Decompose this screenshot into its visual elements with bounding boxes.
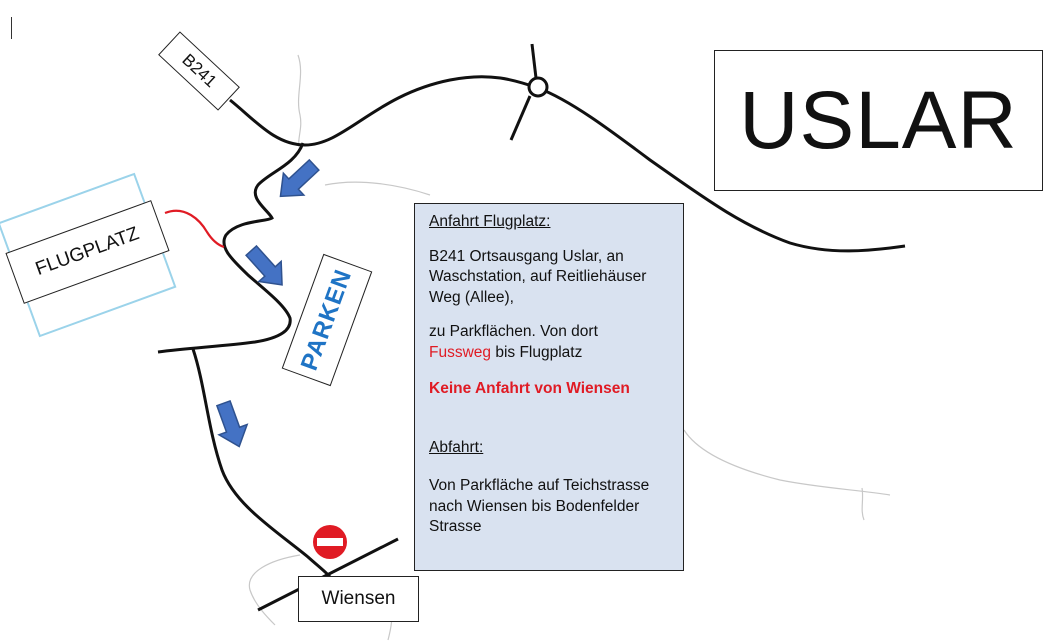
arrival-text: B241 Ortsausgang Uslar, an Waschstation,…: [429, 247, 647, 306]
direction-arrow-icon: [279, 158, 320, 198]
departure-heading: Abfahrt:: [429, 438, 484, 456]
departure-text: Von Parkfläche auf Teichstrasse nach Wie…: [429, 477, 650, 535]
roundabout-icon: [509, 43, 549, 141]
village-label-wiensen: Wiensen: [298, 576, 419, 622]
direction-arrow-icon: [245, 244, 283, 286]
directions-info-box: Anfahrt Flugplatz: B241 Ortsausgang Usla…: [414, 203, 684, 571]
text-cursor: [11, 17, 12, 39]
arrival-heading: Anfahrt Flugplatz:: [429, 213, 551, 230]
parking-text-2: bis Flugplatz: [495, 343, 583, 361]
footpath: [164, 209, 225, 249]
direction-arrow-icon: [215, 399, 249, 448]
road-reitliehaeuser-weg: [157, 142, 305, 354]
no-entry-sign-icon: [313, 525, 347, 559]
footpath-word: Fussweg: [429, 343, 492, 361]
town-title: USLAR: [714, 50, 1043, 191]
warning-text: Keine Anfahrt von Wiensen: [429, 380, 630, 397]
road-teichstrasse: [191, 348, 332, 578]
parking-text: zu Parkflächen. Von dort Fussweg bis Flu…: [429, 322, 669, 363]
parking-text-1: zu Parkflächen. Von dort: [429, 323, 598, 340]
road-bodenfelder-strasse: [257, 537, 399, 612]
